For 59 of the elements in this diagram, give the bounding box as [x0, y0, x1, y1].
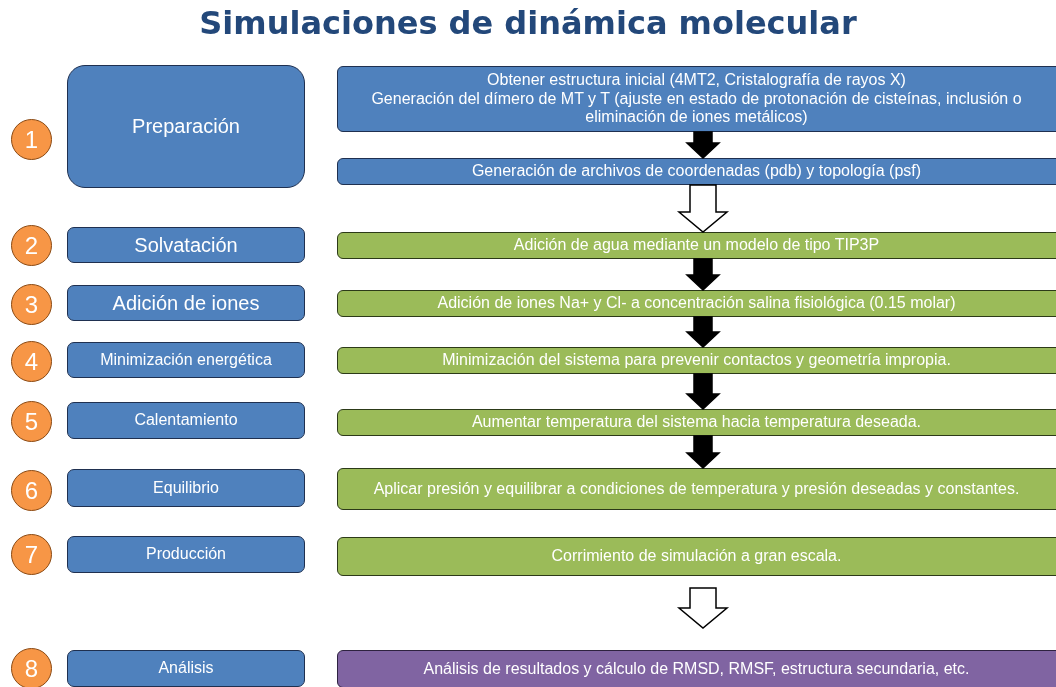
- step-box: [67, 469, 305, 507]
- description-box: [337, 347, 1056, 374]
- description-box: [337, 409, 1056, 436]
- description-box: [337, 158, 1056, 185]
- step-box: [67, 402, 305, 439]
- diagram-title: Simulaciones de dinámica molecular: [198, 4, 858, 42]
- step-label: 7: [24, 540, 39, 569]
- step-box: [67, 650, 305, 687]
- step-label: 3: [24, 290, 39, 319]
- step-box: [67, 536, 305, 573]
- step-label: 4: [24, 347, 39, 376]
- step-number: [11, 401, 52, 442]
- step-box: [67, 227, 305, 263]
- description-box: [337, 290, 1056, 317]
- block-arrow: [685, 258, 721, 292]
- step-label: Solvatación: [134, 233, 238, 257]
- step-label: 5: [24, 407, 39, 436]
- step-box: [67, 65, 305, 188]
- step-label: Análisis: [158, 659, 214, 678]
- block-arrow: [676, 184, 730, 233]
- step-label: Adición de iones: [112, 291, 260, 315]
- block-arrow: [685, 435, 721, 470]
- block-arrow: [685, 316, 721, 349]
- step-label: Minimización energética: [100, 350, 272, 370]
- step-label: Aplicar presión y equilibrar a condiciones de temperatura y presión deseadas y constantes.: [373, 479, 1020, 499]
- step-label: Producción: [145, 545, 226, 564]
- step-number: [11, 648, 52, 687]
- step-label: Corrimiento de simulación a gran escala.: [551, 547, 842, 566]
- block-arrow: [685, 131, 721, 160]
- block-arrow: [685, 373, 721, 411]
- step-number: [11, 534, 52, 575]
- step-box: [67, 342, 305, 378]
- description-box: [337, 650, 1056, 687]
- step-number: [11, 119, 52, 160]
- step-label: Adición de iones Na+ y Cl- a concentración salina fisiológica (0.15 molar): [437, 294, 956, 313]
- block-arrow: [676, 587, 730, 629]
- step-number: [11, 225, 52, 266]
- step-number: [11, 470, 52, 511]
- step-label: Calentamiento: [134, 411, 238, 430]
- description-box: [337, 232, 1056, 259]
- step-label: 2: [24, 231, 39, 260]
- description-box: [337, 537, 1056, 576]
- step-box: [67, 285, 305, 321]
- step-label: Equilibrio: [153, 478, 219, 498]
- step-label: 1: [24, 125, 39, 154]
- step-label: Análisis de resultados y cálculo de RMSD, RMSF, estructura secundaria, etc.: [423, 659, 970, 679]
- step-label: Generación de archivos de coordenadas (pdb) y topología (psf): [471, 162, 922, 181]
- step-label: Adición de agua mediante un modelo de tipo TIP3P: [513, 236, 880, 255]
- step-number: [11, 284, 52, 325]
- step-label: 6: [24, 476, 39, 505]
- description-box: [337, 468, 1056, 510]
- description-box: [337, 66, 1056, 132]
- step-label: Aumentar temperatura del sistema hacia temperatura deseada.: [471, 413, 922, 432]
- step-label: Obtener estructura inicial (4MT2, Cristalografía de rayos X): [487, 71, 906, 90]
- step-label: Minimización del sistema para prevenir contactos y geometría impropia.: [442, 351, 951, 370]
- step-number: [11, 341, 52, 382]
- step-label: Generación del dímero de MT y T (ajuste en estado de protonación de cisteínas, inclusión o eliminación de iones metálicos): [370, 89, 1023, 127]
- step-label: Preparación: [132, 115, 240, 138]
- step-label: 8: [24, 654, 39, 683]
